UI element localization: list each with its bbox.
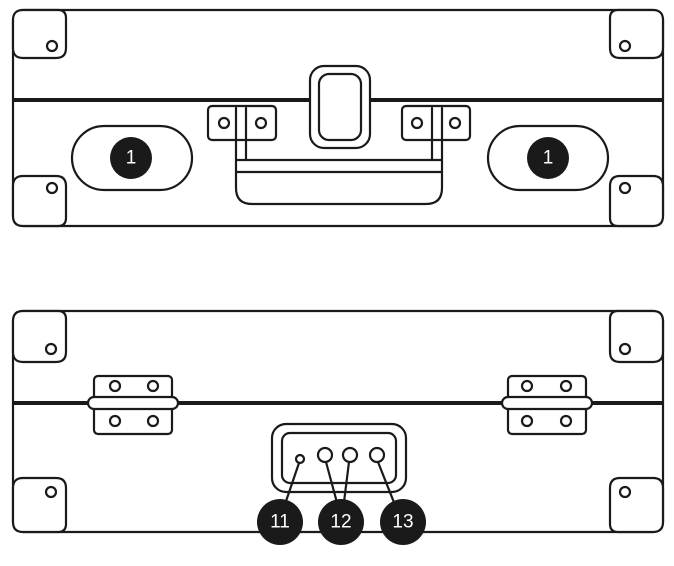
callout-label: 1 xyxy=(126,148,137,169)
callout-port-a: 11 xyxy=(257,499,303,545)
front-corner-bottom-right xyxy=(608,174,665,228)
rivet-icon xyxy=(45,181,59,195)
rivet-icon xyxy=(520,414,534,428)
callout-label: 13 xyxy=(392,512,413,533)
rivet-icon xyxy=(44,485,58,499)
front-corner-top-left xyxy=(11,8,68,60)
rivet-icon xyxy=(146,379,160,393)
rivet-icon xyxy=(410,116,424,130)
port-jack-icon xyxy=(341,446,359,464)
hinge-left xyxy=(86,374,180,436)
rivet-icon xyxy=(618,485,632,499)
rivet-icon xyxy=(618,39,632,53)
callout-speaker-right: 1 xyxy=(527,137,569,179)
callout-speaker-left: 1 xyxy=(110,137,152,179)
rivet-icon xyxy=(618,181,632,195)
back-corner-top-right xyxy=(608,309,665,364)
callout-label: 1 xyxy=(543,148,554,169)
back-corner-bottom-left xyxy=(11,476,68,534)
carrying-handle xyxy=(234,106,444,206)
callout-port-c: 13 xyxy=(380,499,426,545)
rivet-icon xyxy=(559,414,573,428)
rivet-icon xyxy=(448,116,462,130)
port-jack-icon xyxy=(316,446,334,464)
connector-panel xyxy=(270,422,408,494)
rivet-icon xyxy=(618,342,632,356)
back-corner-bottom-right xyxy=(608,476,665,534)
rivet-icon xyxy=(146,414,160,428)
front-latch xyxy=(308,64,372,150)
back-view: 11 12 13 xyxy=(11,309,665,545)
port-jack-icon xyxy=(368,446,386,464)
rivet-icon xyxy=(108,379,122,393)
rivet-icon xyxy=(217,116,231,130)
callout-label: 11 xyxy=(270,512,290,533)
rivet-icon xyxy=(44,342,58,356)
callout-port-b: 12 xyxy=(318,499,364,545)
hinge-right xyxy=(500,374,594,436)
rivet-icon xyxy=(108,414,122,428)
callout-label: 12 xyxy=(330,512,351,533)
rivet-icon xyxy=(45,39,59,53)
rivet-icon xyxy=(254,116,268,130)
front-view: 1 1 xyxy=(11,8,665,228)
handle-mount-right xyxy=(400,104,472,142)
back-corner-top-left xyxy=(11,309,68,364)
front-corner-top-right xyxy=(608,8,665,60)
rivet-icon xyxy=(520,379,534,393)
rivet-icon xyxy=(559,379,573,393)
front-corner-bottom-left xyxy=(11,174,68,228)
handle-mount-left xyxy=(206,104,278,142)
